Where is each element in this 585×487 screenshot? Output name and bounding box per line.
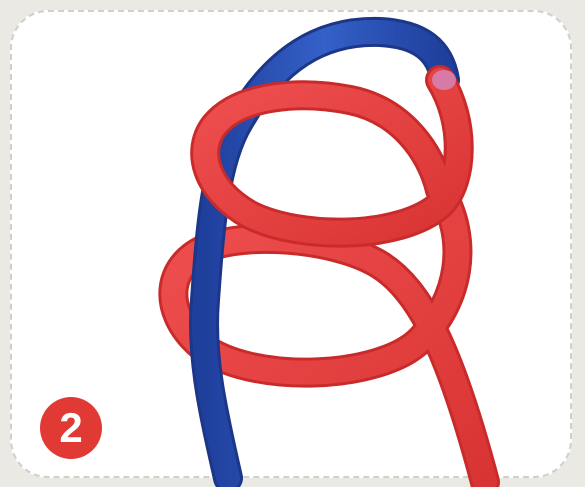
step-number-badge: 2 xyxy=(40,397,102,459)
red-rope-upper-loop-fill xyxy=(205,80,459,233)
rope-tip xyxy=(432,70,456,90)
